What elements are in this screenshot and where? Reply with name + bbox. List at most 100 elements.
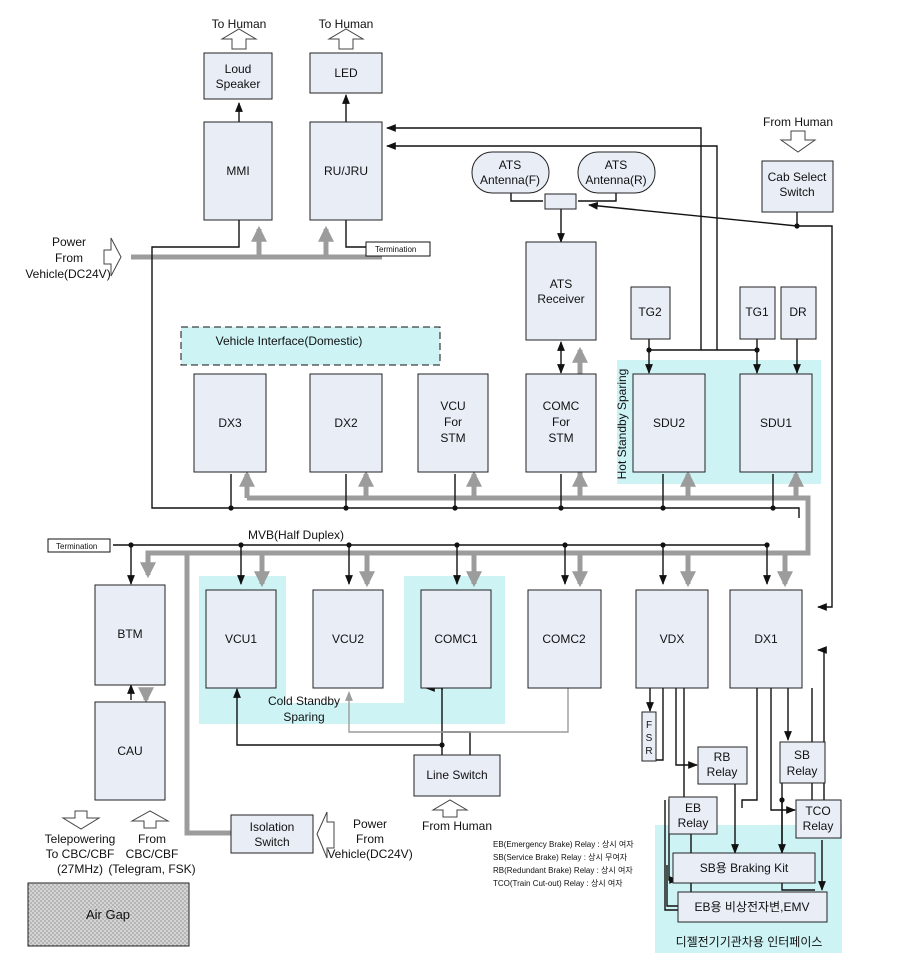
vdx-box [635,589,709,689]
air-gap-box [27,882,190,947]
loud-speaker-label-1: Loud [225,62,252,76]
vdx-label: VDX [660,632,685,646]
comc-stm-label-2: For [552,415,570,429]
from-cbc-label-2: CBC/CBF [126,847,179,861]
tco-relay-label-1: TCO [805,804,830,818]
ats-antenna-f [471,151,550,194]
hot-standby-label: Hot Standby Sparing [615,369,629,480]
isolation-switch-label-2: Switch [254,835,289,849]
tg1-box [739,286,776,340]
ru-jru-label: RU/JRU [324,164,368,178]
power-bottom-label-3: Vehicle(DC24V) [327,847,412,861]
eb-relay-label-2: Relay [678,816,709,830]
relay-note-sb: SB(Service Brake) Relay : 상시 무여자 [493,852,628,862]
telepowering-label-2: To CBC/CBF [46,847,115,861]
comc2-label: COMC2 [542,632,586,646]
termination-left-label: Termination [56,542,97,551]
sb-braking-kit-box [672,852,816,884]
cab-select-label-1: Cab Select [768,170,827,184]
ats-receiver-label-2: Receiver [537,292,584,306]
comc1-label: COMC1 [434,632,478,646]
comc-stm-label-1: COMC [543,399,580,413]
cold-standby-label-1: Cold Standby [268,694,340,708]
power-top-label-3: Vehicle(DC24V) [25,267,110,281]
telepowering-label-1: Telepowering [45,832,116,846]
to-human-arrow-speaker [220,28,258,50]
dx3-box [193,373,267,473]
sdu1-label: SDU1 [760,416,792,430]
antenna-combiner [544,193,577,210]
telepowering-label-3: (27MHz) [57,862,103,876]
cold-standby-label-2: Sparing [283,710,324,724]
sdu2-box [632,373,706,473]
dx1-box [729,589,803,689]
ats-receiver-box [525,241,597,341]
diesel-interface-label: 디젤전기기관차용 인터페이스 [676,935,823,949]
dx2-box [309,373,383,473]
rb-relay-label-1: RB [714,750,731,764]
vcu-stm-label-2: For [444,415,462,429]
sdu2-label: SDU2 [653,416,685,430]
loud-speaker-label-2: Speaker [216,77,261,91]
cau-box [94,701,166,801]
tg2-box [630,286,671,340]
dr-box [780,286,817,340]
telepowering-arrow [61,810,101,830]
cold-standby-grey-link [345,688,569,733]
mmi-label: MMI [226,164,249,178]
rb-relay-label-2: Relay [707,765,738,779]
ats-antenna-f-label-1: ATS [499,158,521,172]
from-human-arrow-cab [779,130,817,153]
air-gap-label: Air Gap [86,907,130,922]
grey-power-bus [131,225,811,836]
eb-valve-box [677,891,828,923]
tg2-label: TG2 [638,305,662,319]
vehicle-interface-box [180,326,441,366]
from-human-label-bottom: From Human [422,819,492,833]
termination-left-box [47,538,111,553]
power-bottom-label-2: From [356,832,384,846]
vcu-for-stm-box [417,373,489,473]
fsr-box [641,711,657,762]
fsr-label-r: R [645,746,652,757]
black-signal-lines [113,94,833,911]
vcu2-label: VCU2 [332,632,364,646]
termination-top-box [365,241,431,257]
sb-relay-label-2: Relay [787,764,818,778]
termination-top-label: Termination [375,245,416,254]
relay-note-eb: EB(Emergency Brake) Relay : 상시 여자 [493,839,634,849]
line-switch-label: Line Switch [426,768,487,782]
comc2-box [527,589,602,689]
power-bottom-label-1: Power [353,817,387,831]
sb-relay-label-1: SB [794,748,810,762]
power-arrow-top [103,237,122,277]
line-switch-box [413,754,501,797]
vehicle-interface-label: Vehicle Interface(Domestic) [216,334,363,348]
eb-relay-box [668,796,718,835]
dx2-label: DX2 [334,416,358,430]
vcu-stm-label-1: VCU [440,399,465,413]
dx1-label: DX1 [754,632,778,646]
rb-relay-box [697,746,748,785]
from-cbc-arrow [130,810,170,829]
diesel-interface-region [655,825,842,953]
cab-select-switch-box [761,160,834,213]
comc-for-stm-box [525,373,597,473]
tg1-label: TG1 [745,305,769,319]
junction-dots [128,223,800,803]
sb-braking-kit-label: SB용 Braking Kit [700,861,789,875]
eb-valve-label: EB용 비상전자변,EMV [695,900,810,914]
ats-receiver-label-1: ATS [550,277,572,291]
fsr-label-f: F [646,720,652,731]
dx3-label: DX3 [218,416,242,430]
from-human-label-top: From Human [763,115,833,129]
isolation-switch-label-1: Isolation [250,820,295,834]
vcu2-box [312,589,384,689]
mmi-box [203,121,273,221]
to-human-arrow-led [327,28,365,50]
from-cbc-label-1: From [138,832,166,846]
btm-box [94,584,166,686]
eb-relay-label-1: EB [685,801,701,815]
mvb-label: MVB(Half Duplex) [248,528,344,542]
